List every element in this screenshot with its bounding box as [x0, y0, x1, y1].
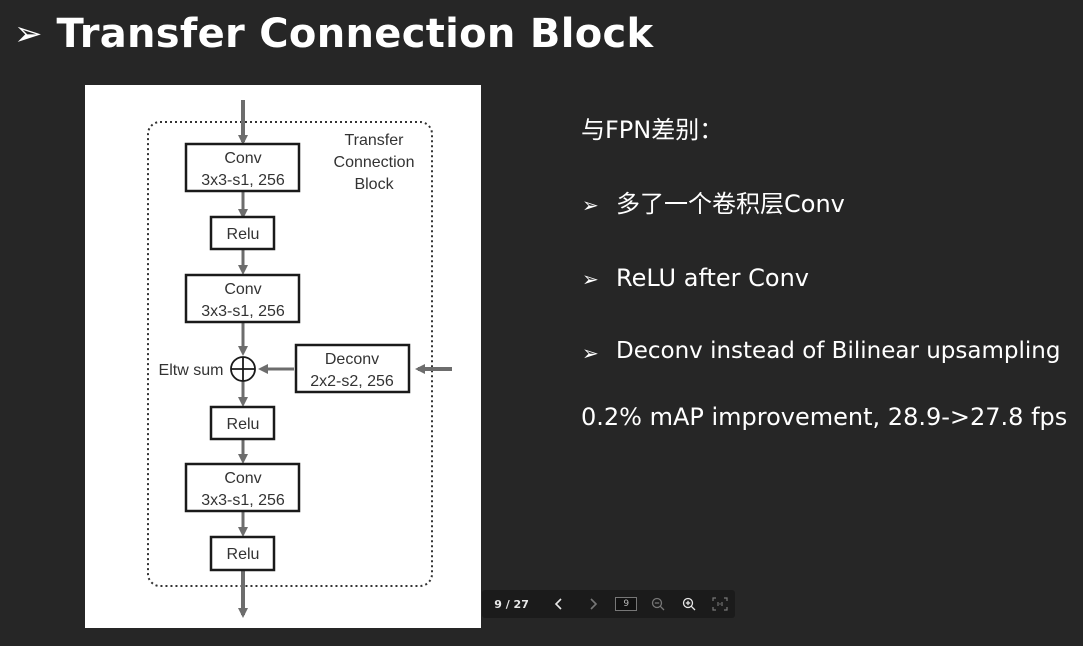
previous-page-button[interactable]	[543, 590, 576, 618]
deconv-box	[294, 343, 411, 394]
block-outline	[147, 121, 433, 587]
deconv-label: Deconv	[325, 351, 379, 368]
relu1-box	[209, 215, 276, 251]
notes-bullet-icon: ➢	[582, 267, 599, 291]
notes-item-1: 多了一个卷积层Conv	[616, 190, 845, 218]
notes-item-3: Deconv instead of Bilinear upsampling	[616, 338, 1061, 364]
chevron-left-icon	[555, 598, 563, 610]
eltw-sum-label: Eltw sum	[159, 362, 224, 379]
zoom-in-button[interactable]	[673, 590, 706, 618]
page-number-input[interactable]	[615, 597, 638, 611]
transfer-connection-block-diagram: Transfer Connection Block	[147, 100, 452, 618]
conv2-label: Conv	[224, 281, 261, 298]
title-bullet-icon: ➢	[14, 14, 43, 54]
zoom-in-icon	[682, 597, 696, 611]
pdf-viewer-toolbar: 9 / 27	[482, 590, 735, 618]
conv3-box	[184, 462, 301, 513]
notes-summary: 0.2% mAP improvement, 28.9->27.8 fps	[581, 403, 1068, 431]
conv3-label: Conv	[224, 470, 261, 487]
zoom-out-icon	[651, 597, 665, 611]
fit-page-button[interactable]	[706, 590, 735, 618]
chevron-right-icon	[590, 598, 597, 610]
notes-bullet-icon: ➢	[582, 341, 599, 365]
relu3-label: Relu	[227, 546, 260, 563]
notes-item-2: ReLU after Conv	[616, 264, 809, 292]
deconv-params: 2x2-s2, 256	[310, 373, 394, 390]
page-counter: 9 / 27	[494, 597, 529, 611]
relu2-label: Relu	[227, 416, 260, 433]
conv2-params: 3x3-s1, 256	[201, 303, 285, 320]
block-label-line-3: Block	[354, 176, 394, 193]
conv1-box	[184, 142, 301, 193]
notes-heading: 与FPN差别：	[581, 116, 724, 144]
slide-title-row: ➢ Transfer Connection Block	[14, 14, 653, 54]
relu1-label: Relu	[227, 226, 260, 243]
block-label-line-2: Connection	[334, 154, 415, 171]
conv1-label: Conv	[224, 150, 261, 167]
slide-title: Transfer Connection Block	[56, 11, 654, 57]
conv3-params: 3x3-s1, 256	[201, 492, 285, 509]
fit-page-icon	[712, 597, 728, 611]
relu3-box	[209, 535, 276, 572]
zoom-out-button[interactable]	[643, 590, 672, 618]
figure-panel: Transfer Connection Block	[85, 85, 481, 628]
notes-bullet-icon: ➢	[582, 193, 599, 217]
block-label-line-1: Transfer	[345, 132, 405, 149]
conv2-box	[184, 273, 301, 324]
conv1-params: 3x3-s1, 256	[201, 172, 285, 189]
eltw-sum-symbol	[230, 356, 256, 382]
relu2-box	[209, 405, 276, 441]
next-page-button[interactable]	[576, 590, 609, 618]
